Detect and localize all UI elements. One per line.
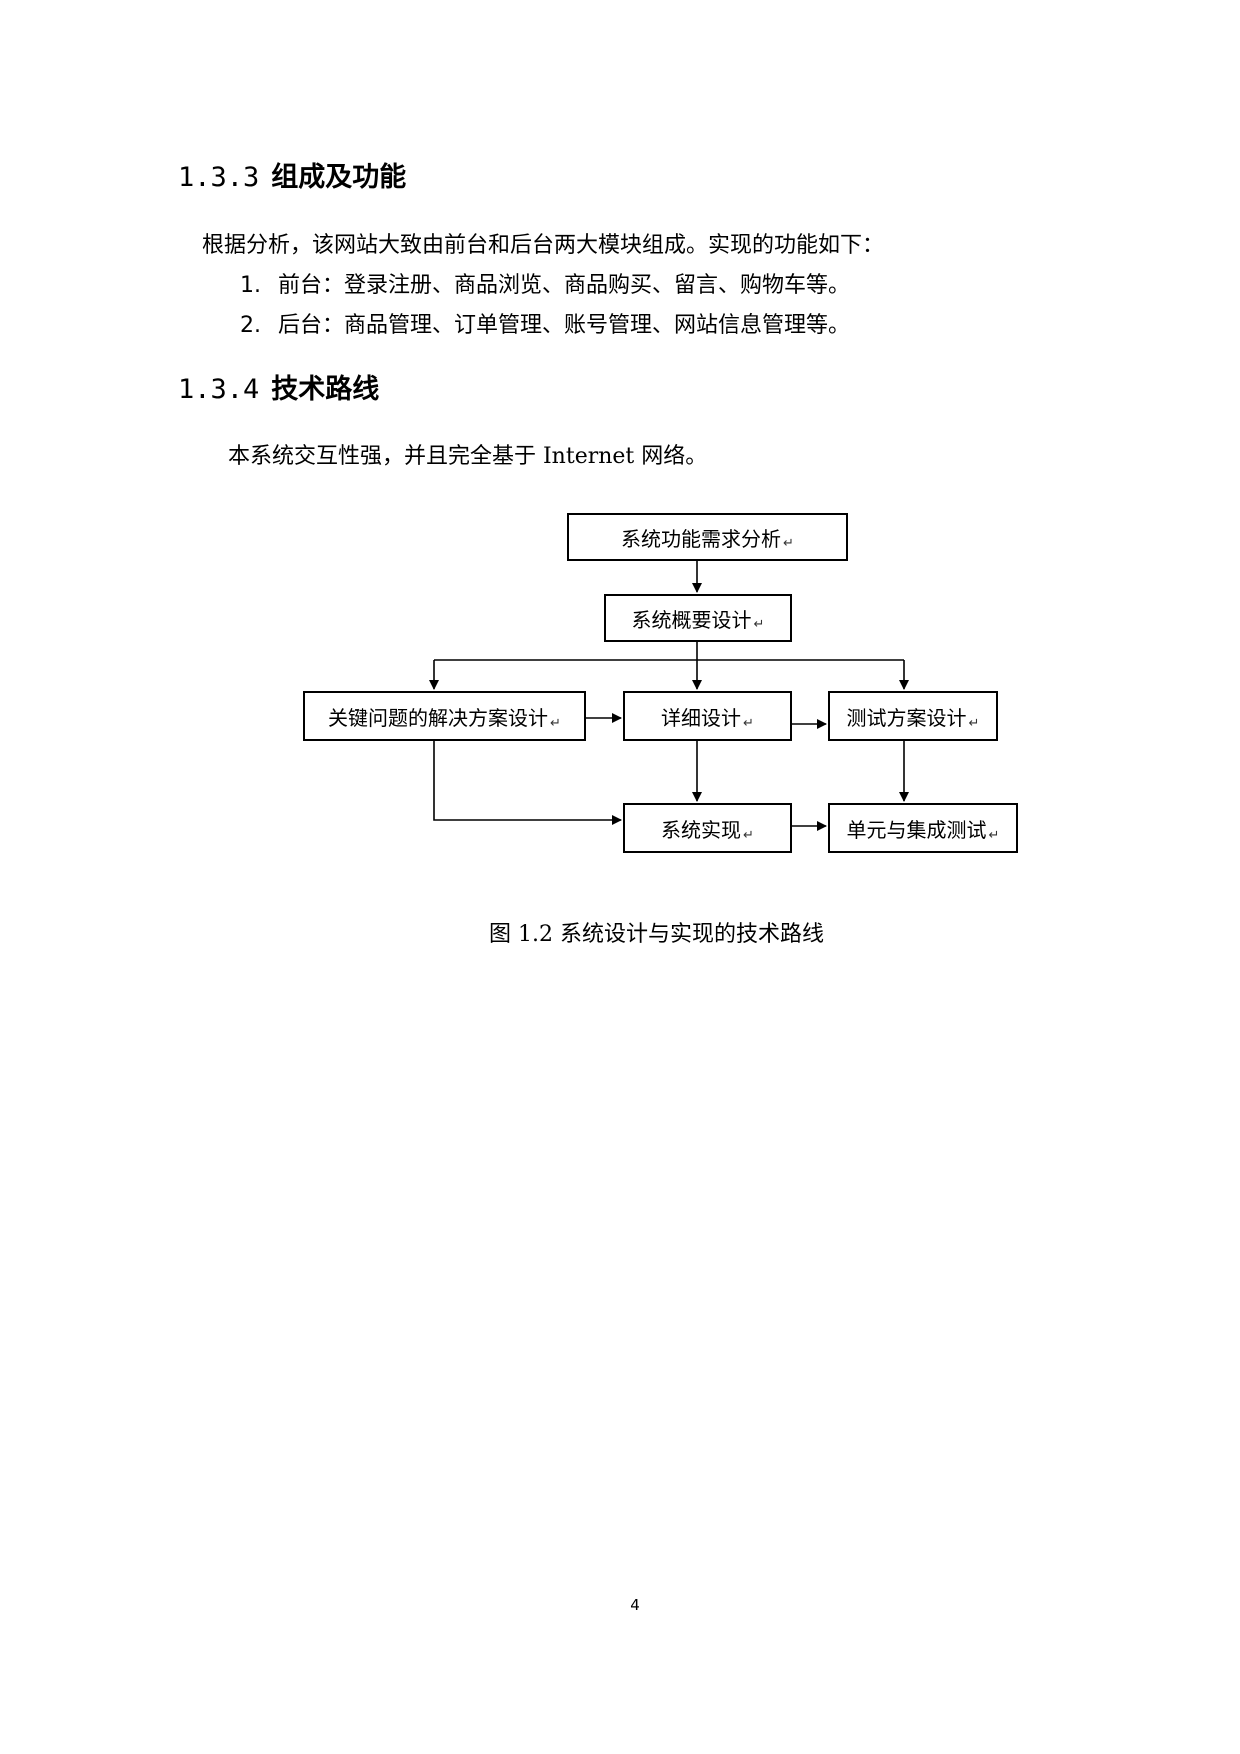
list-text: 前台：登录注册、商品浏览、商品购买、留言、购物车等。	[278, 273, 851, 298]
flow-node-unit-integration: 单元与集成测试↵	[828, 803, 1018, 853]
flow-node-test-plan: 测试方案设计↵	[828, 691, 998, 741]
node-label: 系统概要设计	[631, 607, 752, 632]
node-label: 系统功能需求分析	[621, 526, 782, 551]
flow-node-requirements: 系统功能需求分析↵	[567, 513, 848, 561]
section-title: 组成及功能	[271, 162, 407, 193]
section-1-3-3-intro: 根据分析，该网站大致由前台和后台两大模块组成。实现的功能如下：	[202, 233, 885, 258]
node-label: 单元与集成测试	[846, 817, 987, 842]
node-label: 测试方案设计	[846, 705, 967, 730]
node-label: 关键问题的解决方案设计	[328, 705, 549, 730]
return-mark-icon: ↵	[743, 828, 754, 843]
list-text: 后台：商品管理、订单管理、账号管理、网站信息管理等。	[278, 313, 851, 338]
section-title: 技术路线	[271, 374, 380, 405]
flowchart-connectors	[429, 561, 909, 831]
return-mark-icon: ↵	[988, 828, 1000, 843]
return-mark-icon: ↵	[968, 716, 980, 731]
list-item-backend: 2. 后台：商品管理、订单管理、账号管理、网站信息管理等。	[240, 315, 850, 337]
list-index: 2.	[240, 313, 261, 338]
page-number: 4	[630, 1596, 640, 1614]
section-heading-1-3-3: 1.3.3 组成及功能	[178, 164, 406, 191]
node-label: 系统实现	[661, 817, 742, 842]
section-number: 1.3.3	[178, 162, 260, 193]
node-label: 详细设计	[661, 705, 742, 730]
return-mark-icon: ↵	[753, 617, 765, 632]
flow-node-key-problems: 关键问题的解决方案设计↵	[303, 691, 586, 741]
list-item-frontend: 1. 前台：登录注册、商品浏览、商品购买、留言、购物车等。	[240, 275, 850, 297]
section-heading-1-3-4: 1.3.4 技术路线	[178, 376, 379, 403]
list-index: 1.	[240, 273, 261, 298]
return-mark-icon: ↵	[783, 536, 794, 551]
flow-node-implementation: 系统实现↵	[623, 803, 792, 853]
section-1-3-4-intro: 本系统交互性强，并且完全基于 Internet 网络。	[228, 444, 708, 469]
flow-node-detailed: 详细设计↵	[623, 691, 792, 741]
section-number: 1.3.4	[178, 374, 260, 405]
arrow-key-problems-to-implementation	[433, 740, 622, 825]
flow-node-overview: 系统概要设计↵	[604, 594, 792, 642]
return-mark-icon: ↵	[550, 716, 561, 731]
figure-caption: 图 1.2 系统设计与实现的技术路线	[489, 922, 824, 947]
return-mark-icon: ↵	[743, 716, 754, 731]
